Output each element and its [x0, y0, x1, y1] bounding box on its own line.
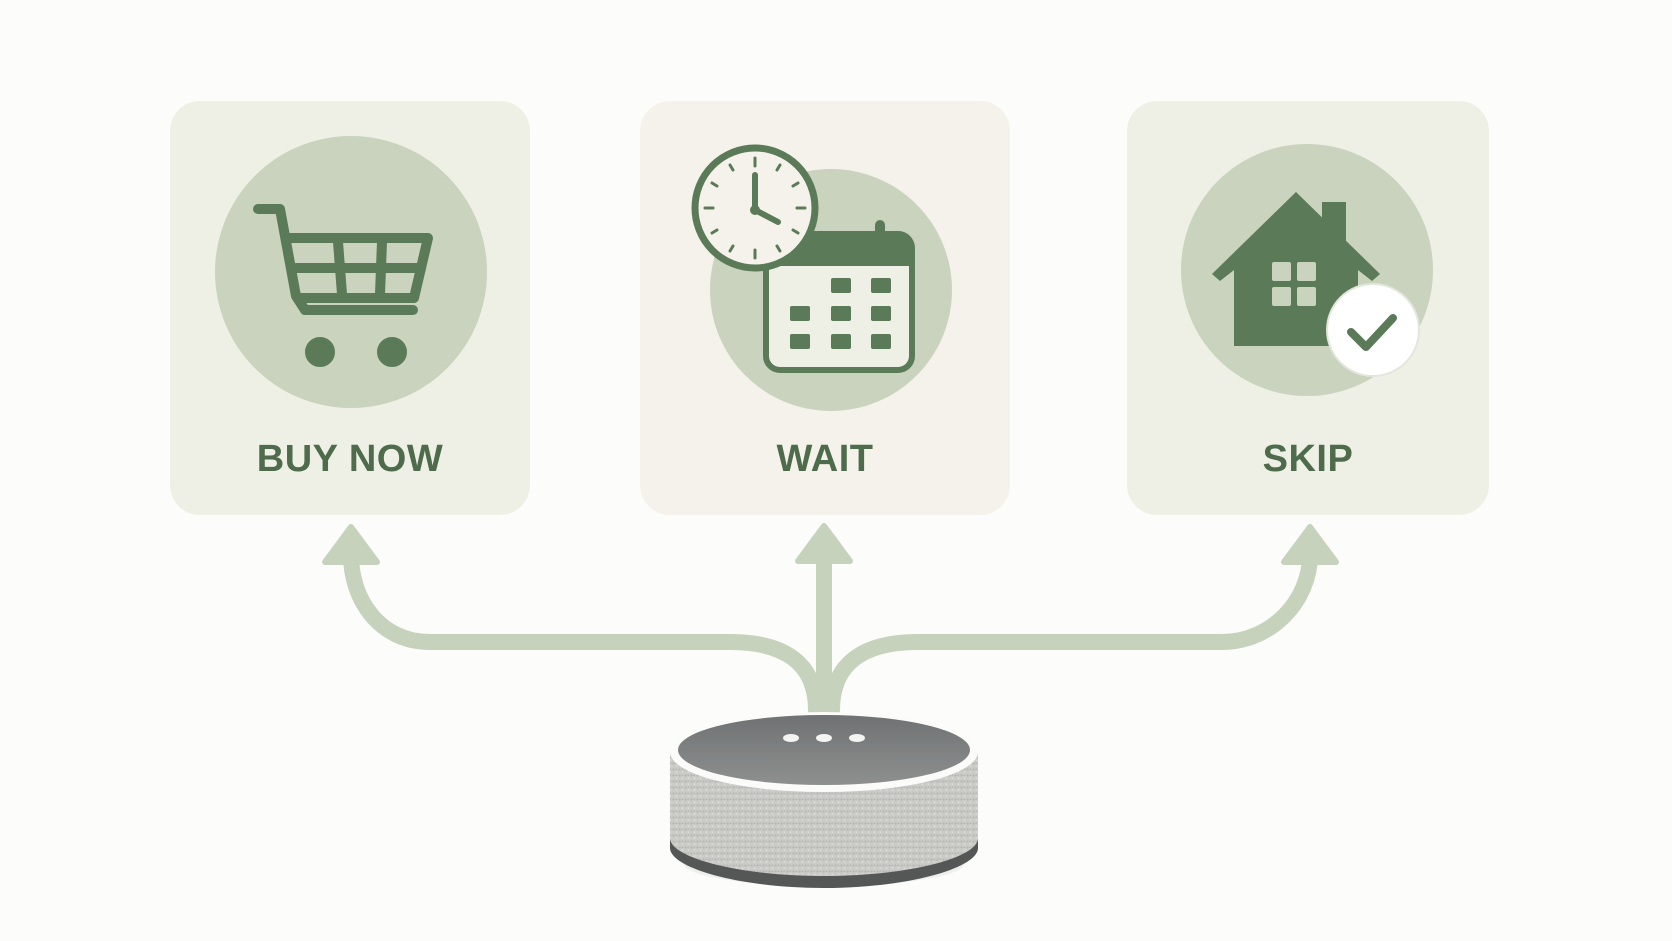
house-check-icon [1212, 192, 1420, 377]
branch-arrows [343, 540, 1318, 718]
shopping-cart-icon [253, 204, 433, 367]
clock-calendar-icon [691, 144, 915, 373]
arrow-heads [322, 523, 1339, 565]
arrow-to-buy-now [343, 547, 824, 718]
speaker-lights [783, 734, 865, 742]
arrow-to-skip [824, 547, 1318, 718]
arrowhead-wait [795, 523, 853, 564]
arrowhead-buy-now [322, 524, 380, 565]
arrowhead-skip [1281, 524, 1339, 565]
smart-speaker-icon [670, 712, 978, 888]
